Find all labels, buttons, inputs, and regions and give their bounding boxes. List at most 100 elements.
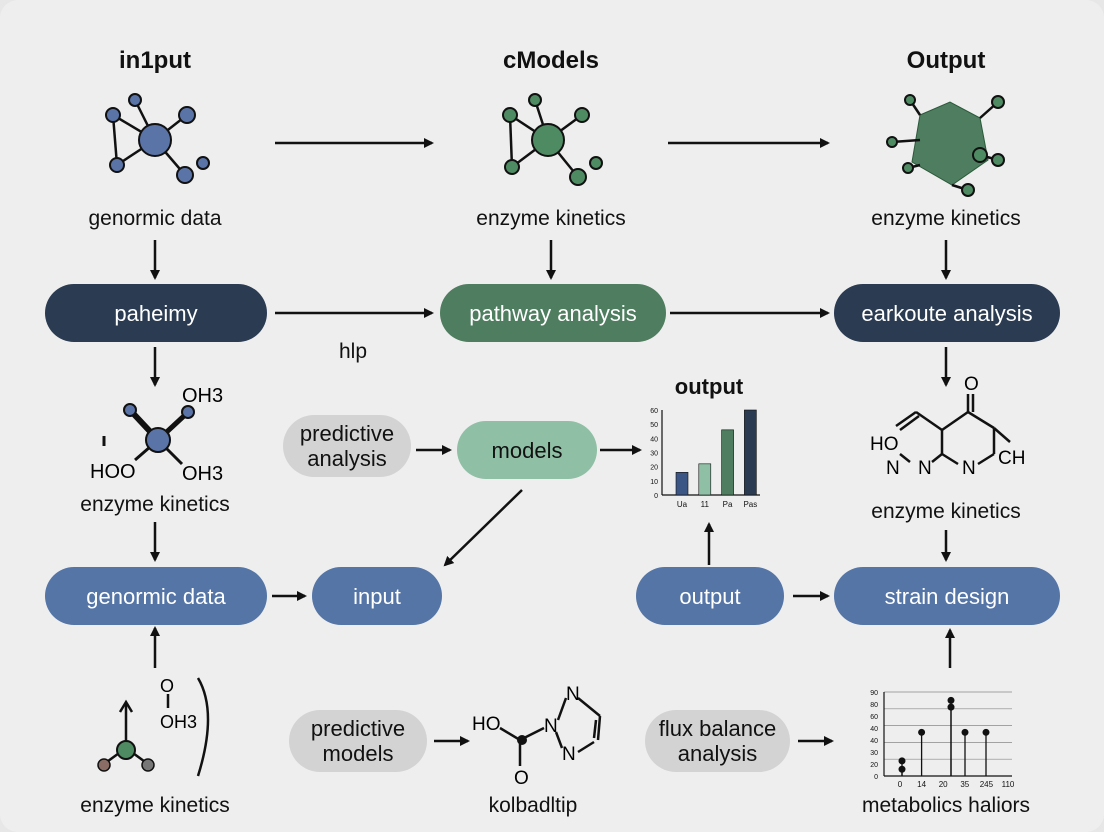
plot-point — [898, 765, 906, 773]
plot-y-tick-label: 60 — [870, 714, 878, 721]
bar-category-label: Pas — [743, 500, 757, 509]
caption-metabolics-haliors: metabolics haliors — [861, 794, 1031, 817]
models-label: models — [491, 437, 563, 463]
plot-x-tick-label: 0 — [898, 780, 903, 789]
caption-kolbadltip: kolbadltip — [488, 794, 578, 817]
strain-design-label: strain design — [884, 583, 1010, 609]
predictive-models-node: predictive models — [289, 710, 427, 772]
plot-point — [898, 757, 906, 765]
bar — [675, 472, 689, 496]
chem-oh3-small: OH3 — [160, 712, 197, 732]
chem-oh3-top: OH3 — [182, 385, 223, 407]
chem-hoo: HOO — [90, 461, 136, 483]
output-chart-title: output — [674, 374, 744, 399]
paheimy-label: paheimy — [114, 300, 198, 326]
atom-right-icon — [181, 405, 195, 419]
bar-category-label: 11 — [701, 500, 710, 509]
plot-point — [982, 728, 990, 736]
strain-design-node: strain design — [834, 567, 1060, 625]
atom-center-icon — [145, 427, 171, 453]
caption-enzyme-kinetics-right-lower: enzyme kinetics — [871, 500, 1021, 523]
atom-green-icon — [116, 740, 136, 760]
bar-y-tick-label: 50 — [650, 422, 658, 429]
genormic-data-node: genormic data — [45, 567, 267, 625]
bar-y-tick-label: 20 — [650, 465, 658, 472]
plot-y-tick-label: 40 — [870, 738, 878, 745]
plot-y-tick-label: 40 — [870, 726, 878, 733]
flux-balance-label: flux balance analysis — [658, 716, 777, 766]
plot-point — [961, 728, 969, 736]
predictive-analysis-label: predictive analysis — [299, 421, 395, 471]
paheimy-node: paheimy — [45, 284, 267, 342]
plot-y-tick-label: 0 — [874, 774, 878, 781]
plot-y-tick-label: 80 — [870, 702, 878, 709]
chem-n-mid: N — [918, 458, 932, 479]
chem-ho-bottom: HO — [472, 714, 501, 735]
bar-y-tick-label: 40 — [650, 436, 658, 443]
network-hexagon-icon — [886, 94, 1005, 197]
earkoute-analysis-label: earkoute analysis — [861, 300, 1033, 326]
atom-small-icon — [123, 403, 137, 417]
chem-n-ring1: N — [544, 716, 558, 737]
bar — [721, 429, 734, 496]
chem-n-left: N — [886, 458, 900, 479]
chem-n-right: N — [962, 458, 976, 479]
input-label: input — [353, 583, 401, 609]
molecule-triazole-icon: HO N N N O — [472, 684, 602, 789]
caption-enzyme-kinetics-right: enzyme kinetics — [871, 207, 1021, 230]
chem-o-top: O — [964, 374, 979, 395]
predictive-models-label: predictive models — [310, 716, 406, 766]
bar — [698, 463, 712, 496]
models-node: models — [457, 421, 597, 479]
input-node: input — [312, 567, 442, 625]
chem-n-ring3: N — [562, 744, 576, 765]
plot-point — [918, 728, 926, 736]
arrow-models-to-input — [443, 489, 523, 567]
earkoute-analysis-node: earkoute analysis — [834, 284, 1060, 342]
caption-genomic-data: genormic data — [88, 207, 222, 230]
atom-carbon-icon — [517, 735, 527, 745]
pathway-analysis-label: pathway analysis — [469, 300, 637, 326]
plot-y-tick-label: 30 — [870, 750, 878, 757]
plot-x-tick-label: 14 — [917, 780, 926, 789]
plot-point — [947, 696, 955, 704]
bar-y-tick-label: 0 — [654, 493, 658, 500]
output-label: output — [679, 583, 741, 609]
plot-y-tick-label: 90 — [870, 690, 878, 697]
left-column-header: in1put — [119, 47, 191, 74]
atom-brown-icon — [97, 758, 111, 772]
molecule-bottom-left-icon: O OH3 — [97, 676, 210, 777]
molecule-ring-icon: HO O N N N CH — [870, 374, 1025, 479]
chem-n-ring2: N — [566, 684, 580, 705]
genormic-data-label: genormic data — [86, 583, 226, 609]
caption-enzyme-kinetics-middle: enzyme kinetics — [476, 207, 626, 230]
chem-ch: CH — [998, 448, 1025, 469]
chem-o-small: O — [160, 676, 174, 696]
middle-column-header: cModels — [502, 47, 600, 74]
atom-grey-icon — [141, 758, 155, 772]
chem-o-bottom: O — [514, 768, 529, 789]
plot-x-tick-label: 245 — [980, 780, 994, 789]
flux-balance-node: flux balance analysis — [645, 710, 790, 772]
bar-category-label: Pa — [723, 500, 733, 509]
bar-category-label: Ua — [677, 500, 688, 509]
plot-x-tick-label: 20 — [939, 780, 948, 789]
predictive-analysis-node: predictive analysis — [283, 415, 411, 477]
bar — [744, 409, 757, 496]
network-blue-icon — [105, 93, 210, 184]
molecule-left-icon: OH3 HOO OH3 — [90, 385, 223, 485]
bar-y-tick-label: 10 — [650, 479, 658, 486]
bar-y-tick-label: 60 — [650, 408, 658, 415]
chem-oh3-bottom: OH3 — [182, 463, 223, 485]
caption-enzyme-kinetics-left: enzyme kinetics — [80, 493, 230, 516]
caption-enzyme-kinetics-bottom: enzyme kinetics — [80, 794, 230, 817]
plot-x-tick-label: 110 — [1002, 780, 1015, 789]
plot-y-tick-label: 20 — [870, 762, 878, 769]
output-node: output — [636, 567, 784, 625]
chem-ho: HO — [870, 434, 899, 455]
network-green-icon — [502, 93, 603, 186]
